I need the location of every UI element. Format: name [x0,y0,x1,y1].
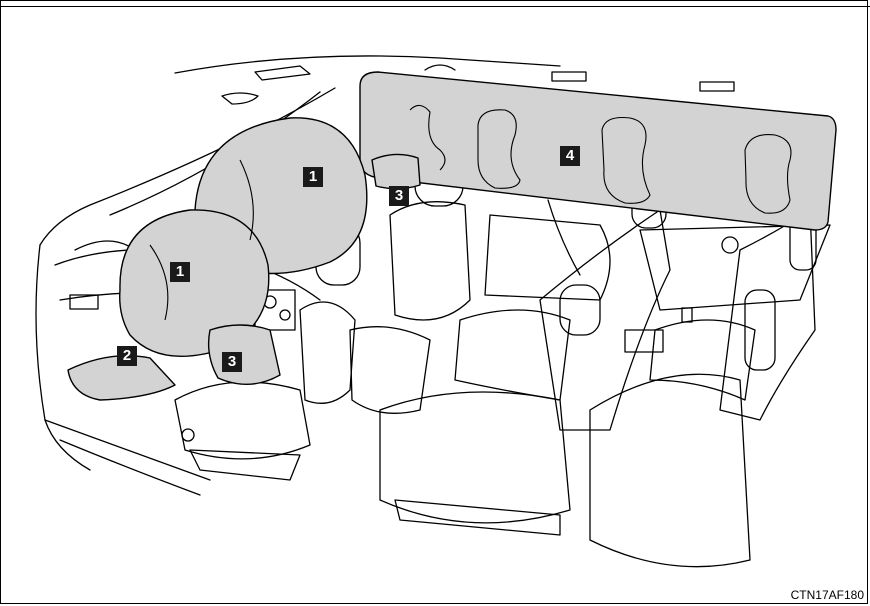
a-pillar [39,87,336,246]
curtain-seam-2 [477,109,521,189]
instrument-cluster [74,240,136,251]
passenger-seat-cushion [349,326,431,414]
callout-front-airbag-passenger: 1 [303,167,323,187]
seat-knob [181,428,195,442]
callout-curtain-airbag: 4 [560,146,580,166]
second-row-cushion [379,391,571,524]
driver-seat-cushion [174,381,311,460]
passenger-seat-back [389,201,471,321]
door-frame-left [35,244,91,471]
callout-knee-airbag: 2 [117,346,137,366]
sill-lower [59,439,201,496]
side-airbag-passenger [371,153,421,190]
third-row-cushion [589,373,751,568]
callout-front-airbag-driver: 1 [170,262,190,282]
curtain-seam-4 [744,134,792,214]
roof-line [174,55,561,74]
b-pillar [547,199,581,276]
curtain-seam-3 [601,116,651,204]
overhead-console [254,65,311,81]
curtain-airbag [359,71,837,231]
grab-handle-1 [424,64,456,71]
second-row-cushion-top [454,309,571,401]
callout-side-airbag-passenger: 3 [389,186,409,206]
top-rule [0,6,870,7]
second-row-base [394,499,561,536]
knob-2 [279,309,291,321]
floor-cup [681,307,693,323]
door-sill [44,419,211,481]
third-row-headrest-1 [744,289,776,371]
vent-left [69,294,99,310]
airbag-fold-2 [149,244,169,321]
floor-vent [624,329,664,353]
roof-vent-2 [699,81,735,92]
knee-airbag [67,355,176,401]
rear-floor [639,224,831,311]
floor-round [721,236,739,254]
third-row-back [719,209,816,421]
figure-code: CTN17AF180 [790,588,864,602]
second-row-headrest-1 [559,284,601,336]
callout-side-airbag-driver: 3 [222,352,242,372]
rear-view-mirror [221,92,259,105]
driver-seat-base [189,449,301,481]
driver-seat-back [299,301,356,404]
side-airbag-driver [207,324,281,386]
third-row-cushion-top [649,319,756,401]
airbag-fold-1 [239,159,254,241]
roof-vent-1 [551,71,587,82]
curtain-seam-1 [409,104,446,171]
front-airbag-driver [119,209,270,358]
